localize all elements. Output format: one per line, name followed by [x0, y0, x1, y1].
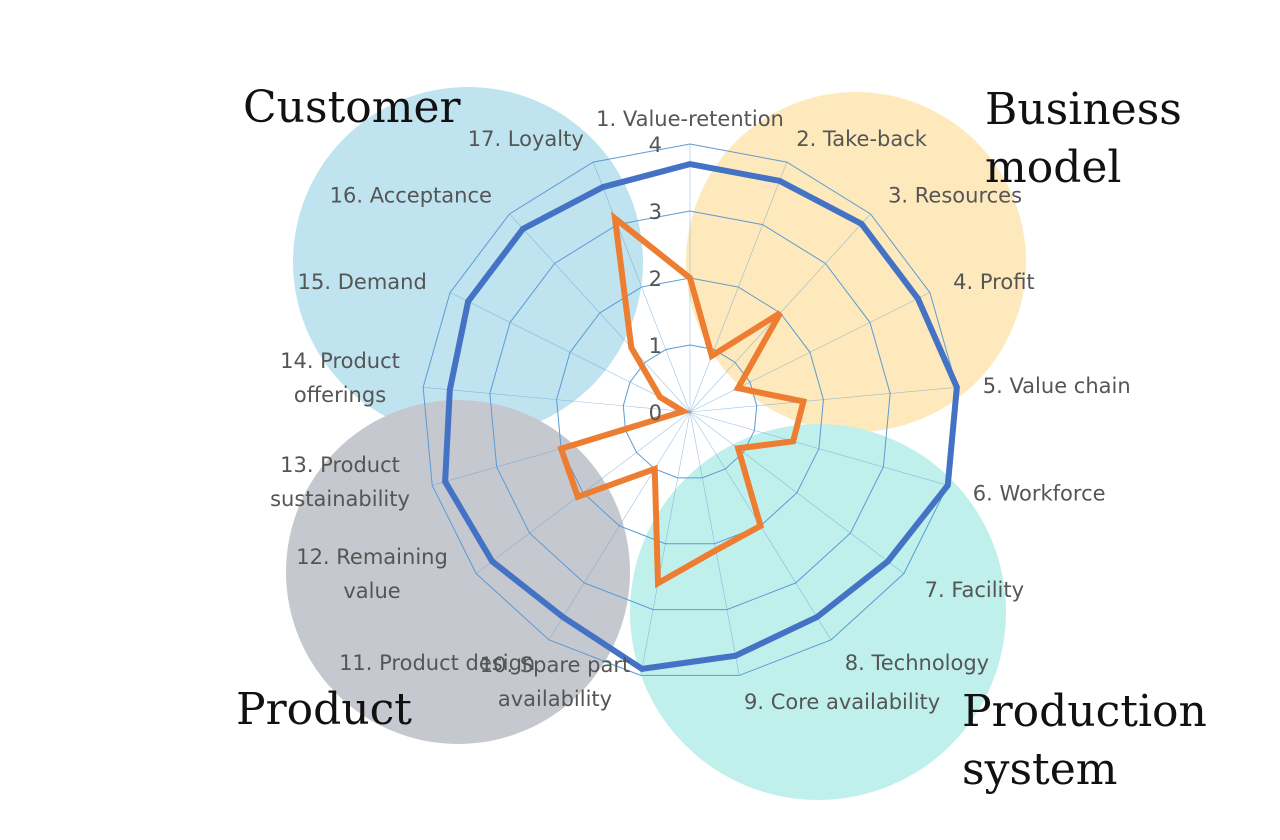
axis-label-line: 4. Profit: [953, 270, 1035, 294]
series-line: [442, 161, 960, 672]
axis-label-line: 15. Demand: [298, 270, 427, 294]
axis-label-line: value: [343, 579, 400, 603]
axis-label-line: 7. Facility: [925, 578, 1024, 602]
group-title-line: Customer: [243, 82, 462, 133]
axis-label-line: 6. Workforce: [973, 481, 1106, 505]
tick-label: 3: [649, 200, 662, 224]
group-title-line: model: [985, 142, 1122, 193]
axis-label: 13. Product sustainability: [270, 453, 410, 511]
tick-label: 0: [649, 401, 662, 425]
axis-label: 7. Facility: [925, 578, 1024, 602]
grid-spoke: [689, 386, 957, 413]
radar-axis-labels: 1. Value-retention 2. Take-back 3. Resourc…: [270, 107, 1131, 714]
axis-label: 9. Core availability: [744, 690, 940, 714]
grid-spoke: [689, 411, 740, 676]
radar-ticks: 0 1 2 3 4: [649, 133, 662, 425]
tick-label: 4: [649, 133, 662, 157]
group-title-line: Product: [236, 684, 412, 735]
axis-label-line: 8. Technology: [845, 651, 989, 675]
axis-label-line: 10. Spare part: [480, 653, 630, 677]
grid-ring: [489, 210, 891, 611]
tick-label: 1: [649, 334, 662, 358]
axis-label-line: 2. Take-back: [796, 127, 928, 151]
grid-spoke: [449, 292, 691, 413]
axis-label: 1. Value-retention: [596, 107, 784, 131]
tick-label: 2: [649, 267, 662, 291]
axis-label: 8. Technology: [845, 651, 989, 675]
axis-label: 17. Loyalty: [468, 127, 584, 151]
axis-label-line: 9. Core availability: [744, 690, 940, 714]
axis-label: 16. Acceptance: [330, 184, 492, 208]
axis-label: 11. Product design: [339, 651, 535, 675]
axis-label: 14. Product offerings: [280, 349, 400, 407]
group-title-line: system: [962, 744, 1117, 795]
axis-label: 12. Remaining value: [296, 545, 448, 603]
axis-label-line: 13. Product: [280, 453, 400, 477]
axis-label: 4. Profit: [953, 270, 1035, 294]
group-title-line: Production: [962, 686, 1207, 737]
grid-ring: [422, 143, 958, 676]
grid-spoke: [548, 411, 691, 641]
axis-label: 15. Demand: [298, 270, 427, 294]
axis-label-line: availability: [498, 687, 612, 711]
grid-spoke: [689, 411, 948, 486]
grid-spoke: [592, 161, 691, 413]
axis-label-line: 3. Resources: [888, 184, 1022, 208]
axis-label: 3. Resources: [888, 184, 1022, 208]
axis-label: 2. Take-back: [796, 127, 928, 151]
series-line: [557, 211, 808, 589]
grid-spoke: [423, 386, 691, 413]
grid-spoke: [689, 161, 788, 413]
axis-label-line: sustainability: [270, 487, 410, 511]
grid-spoke: [509, 213, 691, 413]
axis-label: 10. Spare part availability: [480, 653, 630, 711]
group-title: Customer: [243, 82, 462, 133]
grid-ring: [556, 277, 824, 545]
group-title: Business model: [985, 84, 1182, 193]
group-title: Production system: [962, 686, 1207, 795]
axis-label-line: 5. Value chain: [983, 374, 1131, 398]
axis-label: 6. Workforce: [973, 481, 1106, 505]
grid-ring: [622, 344, 758, 479]
grid-spoke: [689, 411, 905, 574]
axis-label-line: 16. Acceptance: [330, 184, 492, 208]
axis-label-line: offerings: [294, 383, 386, 407]
axis-label: 5. Value chain: [983, 374, 1131, 398]
group-circle: [286, 400, 630, 744]
group-title: Product: [236, 684, 412, 735]
axis-label-line: 14. Product: [280, 349, 400, 373]
axis-label-line: 11. Product design: [339, 651, 535, 675]
group-title-line: Business: [985, 84, 1182, 135]
group-circle: [630, 424, 1006, 800]
axis-label-line: 1. Value-retention: [596, 107, 784, 131]
radar-series: [442, 161, 960, 672]
axis-label-line: 17. Loyalty: [468, 127, 584, 151]
grid-spoke: [640, 411, 691, 676]
grid-spoke: [689, 292, 931, 413]
axis-label-line: 12. Remaining: [296, 545, 448, 569]
group-circle: [293, 87, 643, 437]
